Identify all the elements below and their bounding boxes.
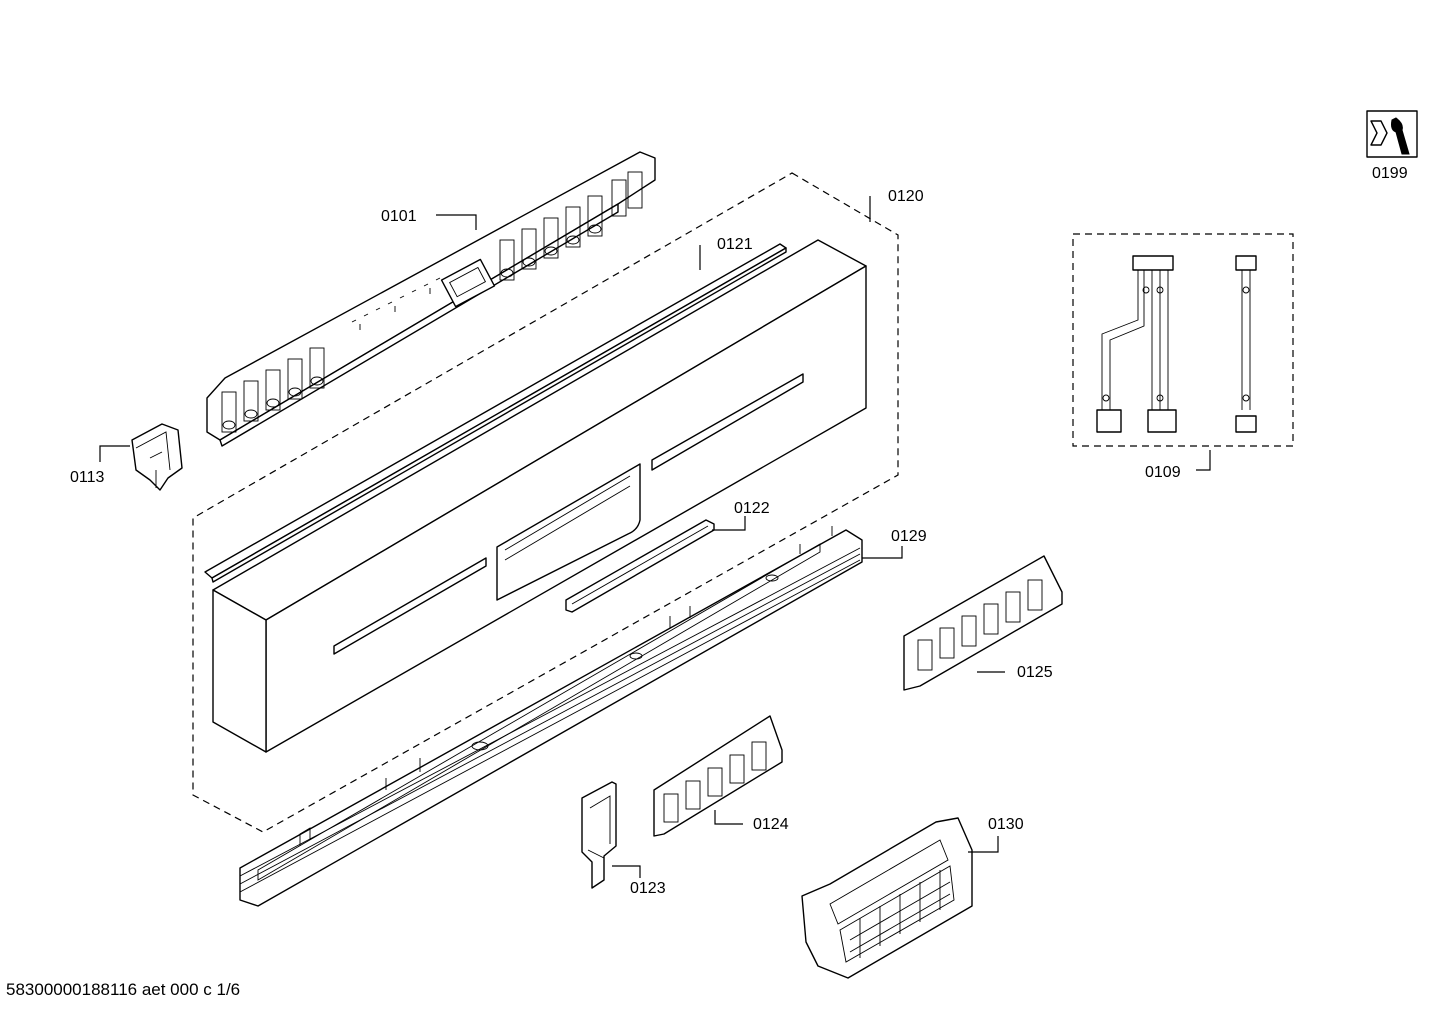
front-panel xyxy=(212,239,867,753)
key-comb-0125 xyxy=(903,555,1063,691)
callout-0122: 0122 xyxy=(734,500,770,517)
callout-0199: 0199 xyxy=(1372,165,1408,182)
connector-0123 xyxy=(581,781,617,889)
callout-0123: 0123 xyxy=(630,880,666,897)
wiring-harness xyxy=(1096,255,1257,433)
callout-0101: 0101 xyxy=(381,208,417,225)
holder-0130 xyxy=(801,817,973,979)
callout-0129: 0129 xyxy=(891,528,927,545)
callout-0121: 0121 xyxy=(717,236,753,253)
assembly-boundary-0109 xyxy=(1072,233,1294,447)
assembly-boundary-0120 xyxy=(192,172,899,833)
callout-0109: 0109 xyxy=(1145,464,1181,481)
clip-part-0113 xyxy=(131,423,183,491)
trim-strip xyxy=(204,243,787,583)
callout-0130: 0130 xyxy=(988,816,1024,833)
wrench-nut-icon xyxy=(1366,110,1418,158)
key-comb-0124 xyxy=(653,715,783,837)
document-code: 58300000188116 aet 000 c 1/6 xyxy=(6,980,241,999)
callout-0113: 0113 xyxy=(70,469,105,486)
callout-0120: 0120 xyxy=(888,188,924,205)
control-module xyxy=(206,151,656,447)
callout-0124: 0124 xyxy=(753,816,789,833)
base-rail xyxy=(239,526,863,907)
callout-0125: 0125 xyxy=(1017,664,1053,681)
